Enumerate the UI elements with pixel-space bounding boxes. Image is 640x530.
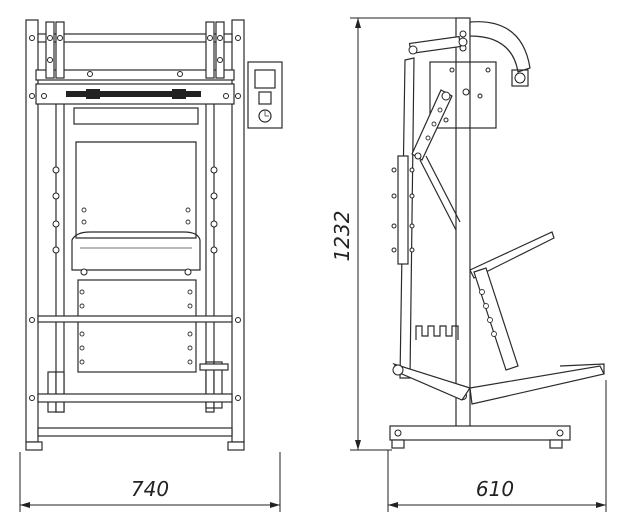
front-lower-plate — [77, 279, 197, 373]
front-lower-clamp-left — [47, 371, 65, 413]
front-lower-crossbar — [37, 393, 233, 403]
height-dimension-label: 1232 — [330, 211, 354, 262]
front-back-pad — [75, 141, 197, 239]
side-notched-rack — [415, 325, 459, 340]
side-curved-top-arm — [469, 21, 531, 73]
front-base-bar — [37, 427, 233, 437]
side-strut — [419, 159, 457, 231]
side-back-plate — [429, 61, 497, 129]
front-foot-right — [227, 441, 245, 451]
front-foot-left — [25, 441, 43, 451]
front-top-crossbar — [37, 33, 233, 43]
depth-dimension-label: 610 — [476, 477, 514, 501]
width-dimension-label: 740 — [131, 477, 169, 501]
front-right-upright — [231, 19, 245, 443]
dimension-lines — [19, 17, 607, 512]
side-seat — [469, 231, 555, 279]
side-foot-left — [391, 439, 405, 449]
side-base-beam — [469, 365, 605, 405]
side-view — [389, 17, 605, 449]
front-left-upright — [25, 19, 39, 443]
side-pad-bolts — [391, 167, 415, 253]
side-main-upright — [455, 17, 471, 431]
front-view — [25, 19, 283, 451]
front-control-box — [247, 61, 283, 129]
front-head-pad — [73, 107, 199, 125]
front-roller-clamp-right — [172, 89, 186, 99]
side-pad-block — [397, 155, 409, 265]
front-adjust-holes — [52, 166, 218, 365]
side-foot-right — [549, 439, 563, 449]
side-seat-holes — [479, 289, 497, 337]
front-top-clamp-right — [205, 21, 225, 79]
front-seat — [71, 231, 201, 271]
front-frame-bolts — [29, 35, 241, 401]
side-base — [389, 425, 571, 441]
front-upper-beam — [35, 69, 235, 81]
front-lower-clamp-right — [199, 361, 229, 409]
side-seat-adjuster — [473, 267, 519, 371]
front-roller-clamp-left — [86, 89, 100, 99]
front-roller-bar — [66, 91, 201, 97]
front-middle-crossbar — [37, 315, 233, 323]
front-top-clamp-left — [45, 21, 65, 79]
